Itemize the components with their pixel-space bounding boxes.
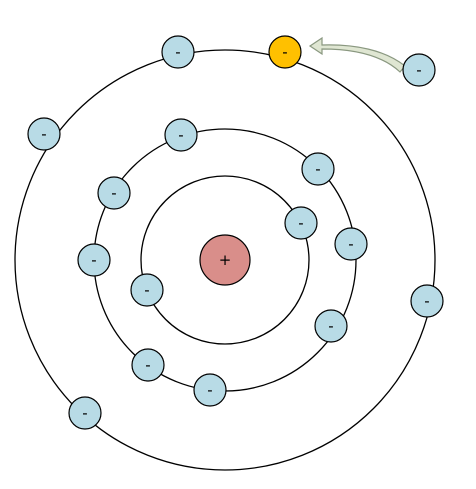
electron-circle — [27, 117, 61, 151]
free-electron: - — [402, 53, 436, 87]
electron-circle — [77, 243, 111, 277]
electron-circle — [284, 206, 318, 240]
electron: - — [161, 35, 195, 69]
electron: - — [314, 309, 348, 343]
electron: - — [130, 273, 164, 307]
electron: - — [131, 348, 165, 382]
electron: - — [77, 243, 111, 277]
electron-circle — [301, 152, 335, 186]
electron: - — [164, 118, 198, 152]
electron: - — [301, 152, 335, 186]
outer-shell: - - - - - — [27, 35, 444, 430]
electron-circle — [334, 227, 368, 261]
electron: - — [334, 227, 368, 261]
electron: - — [284, 206, 318, 240]
electron: - — [27, 117, 61, 151]
electron-circle — [68, 396, 102, 430]
outer-orbit — [14, 49, 436, 471]
electron-circle — [193, 373, 227, 407]
curved-arrow-icon — [308, 36, 406, 73]
electron-circle — [164, 118, 198, 152]
electron-circle — [410, 284, 444, 318]
inner-orbit — [140, 175, 310, 345]
electron-circle — [131, 348, 165, 382]
electron-circle — [314, 309, 348, 343]
free-electron-circle — [402, 53, 436, 87]
electron: - — [97, 176, 131, 210]
incoming-electron: - — [268, 35, 302, 69]
electron: - — [68, 396, 102, 430]
nucleus: + — [199, 234, 251, 286]
electron: - — [410, 284, 444, 318]
electron-circle — [161, 35, 195, 69]
nucleus-circle — [199, 234, 251, 286]
electron: - — [193, 373, 227, 407]
electron-circle — [130, 273, 164, 307]
incoming-electron-circle — [268, 35, 302, 69]
electron-circle — [97, 176, 131, 210]
